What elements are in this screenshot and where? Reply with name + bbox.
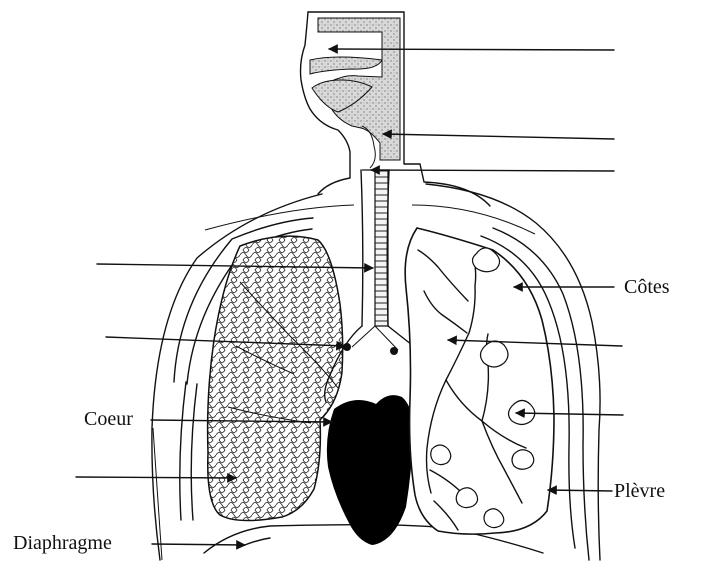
trachea [361,170,389,326]
heart [327,395,413,545]
head-and-neck [301,12,491,206]
label-coeur: Coeur [84,408,133,430]
label-diaphragme: Diaphragme [13,532,112,554]
right-lung [405,228,554,534]
label-cotes: Côtes [624,276,670,298]
label-plevre: Plèvre [614,480,665,502]
